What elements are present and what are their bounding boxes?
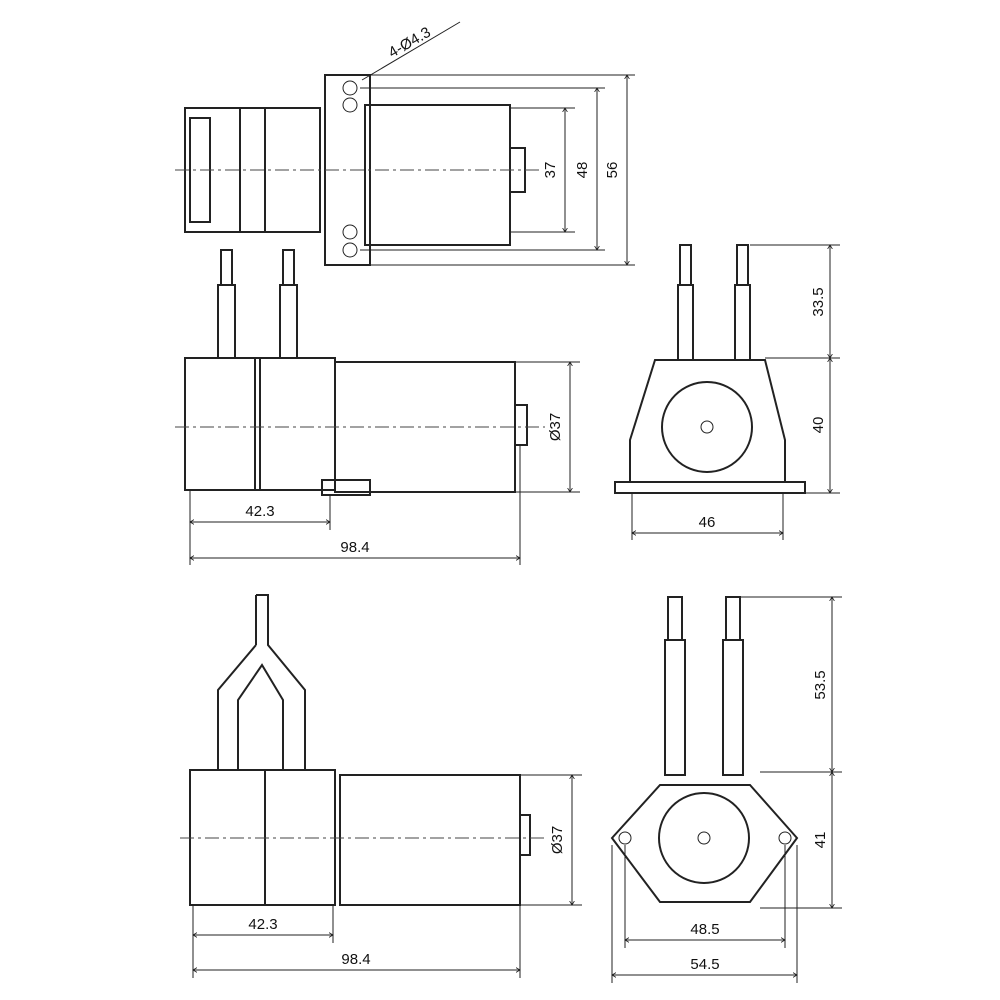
side-view-1: Ø37 42.3 98.4 [175, 249, 580, 565]
dim-total-length: 98.4 [340, 539, 369, 556]
dim-flange-width: 54.5 [690, 956, 719, 973]
dim-tube-height: 33.5 [810, 287, 827, 316]
dim-hole-spacing: 48.5 [690, 921, 719, 938]
top-view: 37 48 56 4-Ø4.3 [175, 21, 635, 266]
dim-base-width: 46 [699, 514, 716, 531]
dim-diameter: Ø37 [547, 413, 564, 441]
dim-pump-length: 42.3 [248, 916, 277, 933]
front-view-1: 33.5 40 46 [614, 244, 840, 540]
dim-56: 56 [604, 162, 621, 179]
hole-callout: 4-Ø4.3 [386, 24, 434, 62]
dim-diameter: Ø37 [549, 826, 566, 854]
dim-tube-height: 53.5 [812, 670, 829, 699]
front-view-2: 53.5 41 48.5 54.5 [610, 596, 842, 983]
side-view-2: Ø37 42.3 98.4 [180, 594, 582, 978]
dim-total-length: 98.4 [341, 951, 370, 968]
dim-37: 37 [542, 162, 559, 179]
dim-pump-length: 42.3 [245, 503, 274, 520]
dim-body-height: 40 [810, 417, 827, 434]
dim-48: 48 [574, 162, 591, 179]
dim-body-height: 41 [812, 832, 829, 849]
